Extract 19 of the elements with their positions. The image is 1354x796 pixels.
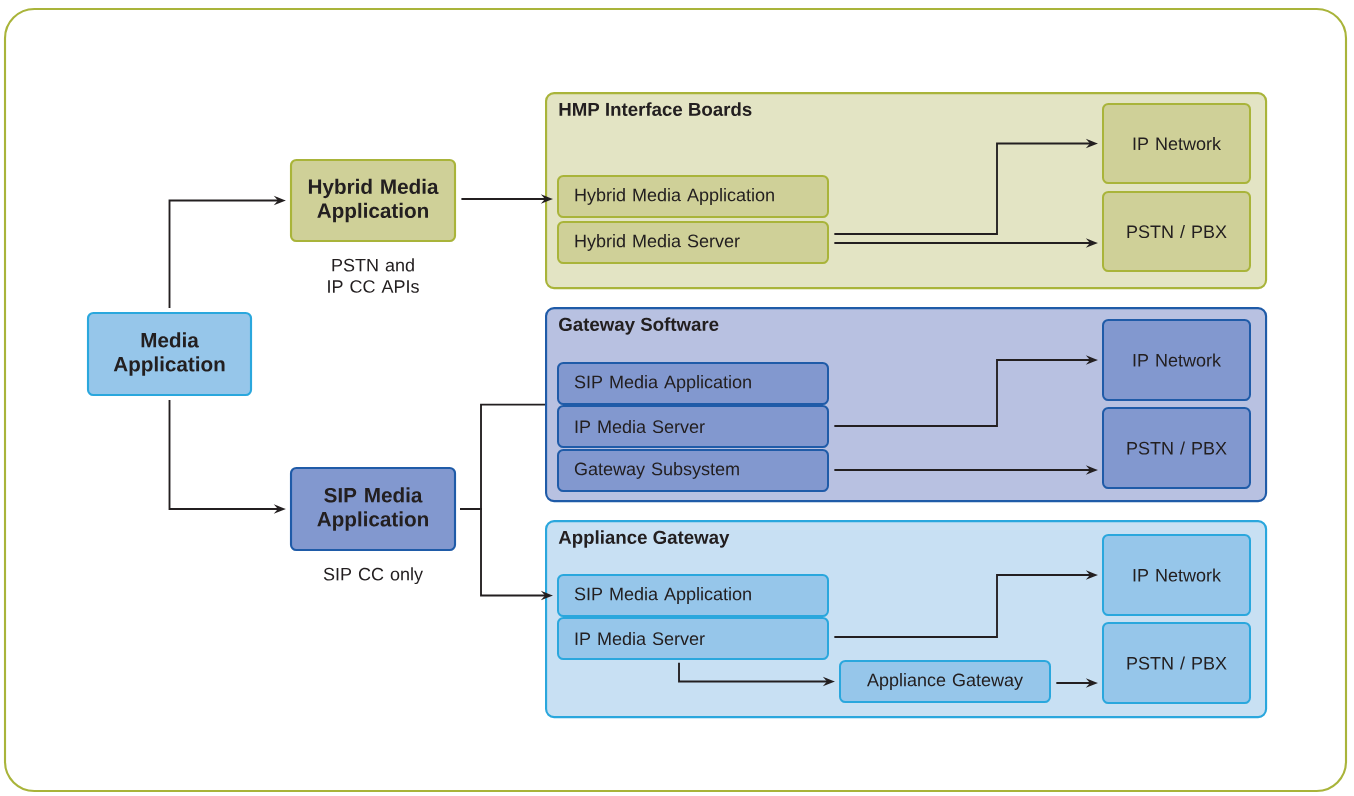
process-box: Hybrid Media Server xyxy=(557,221,829,264)
process-box: SIP Media Application xyxy=(557,362,829,405)
process-box: Appliance Gateway xyxy=(839,660,1051,703)
process-box: SIP Media Application xyxy=(557,574,829,617)
process-box: Gateway Subsystem xyxy=(557,449,829,492)
node-caption: PSTN and IP CC APIs xyxy=(328,258,419,293)
process-box: PSTN / PBX xyxy=(1102,407,1251,489)
process-box: IP Media Server xyxy=(557,405,829,448)
process-box: PSTN / PBX xyxy=(1102,622,1251,704)
process-box: IP Network xyxy=(1102,319,1251,401)
process-box: IP Network xyxy=(1102,534,1251,616)
process-box: IP Network xyxy=(1102,103,1251,184)
process-box: Hybrid Media Application xyxy=(289,158,457,243)
process-box: Media Application xyxy=(86,311,253,397)
process-box: PSTN / PBX xyxy=(1102,191,1251,272)
process-box: IP Media Server xyxy=(557,617,829,660)
process-box: SIP Media Application xyxy=(289,466,457,552)
node-caption: SIP CC only xyxy=(323,567,423,585)
process-box: Hybrid Media Application xyxy=(557,175,829,218)
